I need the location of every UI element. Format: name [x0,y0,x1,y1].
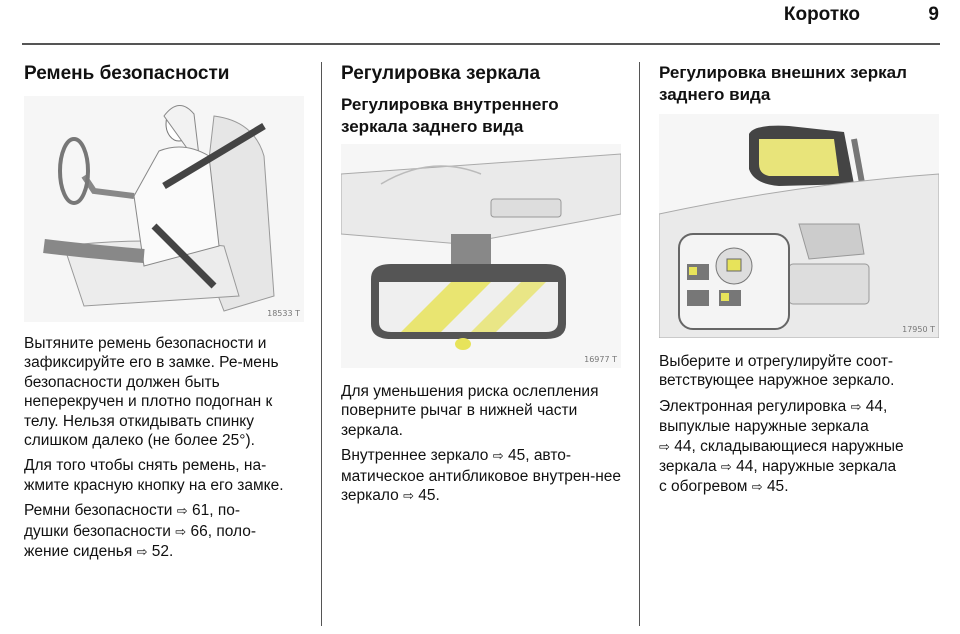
section-subheading: Регулировка внутреннего зеркала заднего … [341,95,559,136]
figure-code: 16977 T [584,355,617,364]
figure-code: 18533 T [267,309,300,318]
cross-references: Внутреннее зеркало ⇨ 45, авто- матическо… [341,447,622,505]
driver-seatbelt-icon [43,105,275,312]
section-body: Для уменьшения риска ослепления повернит… [341,382,623,506]
ref-page-link[interactable]: 45 [418,487,436,505]
interior-mirror-figure: 16977 T [341,144,621,368]
ref-arrow-icon: ⇨ [751,480,763,496]
ref-page-link[interactable]: 44 [865,397,884,415]
section-heading: Ремень безопасности [24,63,230,84]
figure-code: 17950 T [902,325,935,334]
exterior-mirror-control-icon [659,125,939,338]
paragraph: Вытяните ремень безопасности и зафиксиру… [24,335,279,450]
column-divider [639,62,640,626]
ref-page-link[interactable]: 66 [190,522,208,540]
ref-page-link[interactable]: 44 [674,437,692,455]
section-heading: Регулировка внешних зеркал заднего вида [659,63,907,104]
header-divider [22,43,940,45]
section-body: Вытяните ремень безопасности и зафиксиру… [24,334,306,562]
cross-references: Ремни безопасности ⇨ 61, по- душки безоп… [24,502,257,561]
ref-page-link[interactable]: 52 [151,543,170,561]
paragraph: Выберите и отрегулируйте соот-ветствующе… [659,353,895,390]
column-exterior-mirror: Регулировка внешних зеркал заднего вида … [659,62,941,498]
ref-page-link[interactable]: 45 [507,447,526,465]
paragraph: Для уменьшения риска ослепления повернит… [341,383,599,439]
seatbelt-figure: 18533 T [24,96,304,322]
ref-arrow-icon: ⇨ [720,460,732,476]
cross-references: Электронная регулировка ⇨ 44, выпуклые н… [659,397,904,496]
paragraph: Для того чтобы снять ремень, на-жмите кр… [24,457,284,494]
ref-arrow-icon: ⇨ [850,399,862,415]
ref-arrow-icon: ⇨ [659,439,670,455]
section-body: Выберите и отрегулируйте соот-ветствующе… [659,352,941,498]
ref-arrow-icon: ⇨ [176,504,188,520]
page-number: 9 [928,4,939,25]
interior-mirror-icon [341,153,621,350]
column-divider [321,62,322,626]
ref-page-link[interactable]: 45 [766,478,785,496]
exterior-mirror-figure: 17950 T [659,114,939,338]
ref-page-link[interactable]: 44 [736,458,754,476]
page-header-title: Коротко [783,4,860,25]
ref-arrow-icon: ⇨ [136,545,148,561]
ref-page-link[interactable]: 61 [191,502,210,520]
ref-arrow-icon: ⇨ [403,489,414,505]
ref-arrow-icon: ⇨ [175,524,187,540]
ref-arrow-icon: ⇨ [492,449,504,465]
column-seatbelt: Ремень безопасности 18533 T Вытяните рем… [24,62,306,562]
column-interior-mirror: Регулировка зеркала Регулировка внутренн… [341,62,623,506]
section-heading: Регулировка зеркала [341,63,541,84]
